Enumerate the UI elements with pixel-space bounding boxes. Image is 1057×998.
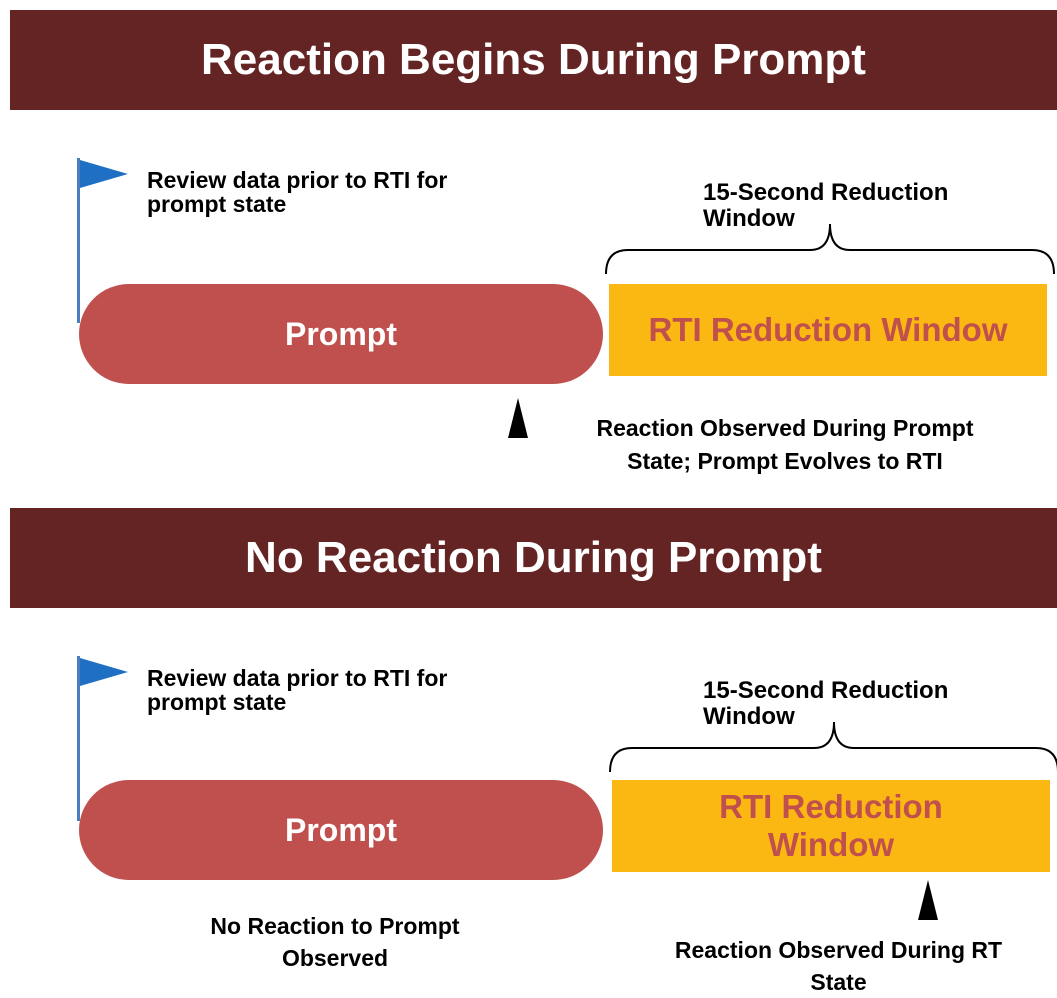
reduction-window-label: 15-Second Reduction Window	[703, 677, 949, 730]
no-reaction-note: No Reaction to Prompt Observed	[210, 913, 460, 971]
reaction-observed-note: Reaction Observed During Prompt State; P…	[596, 415, 974, 474]
reaction-marker	[508, 398, 528, 438]
reduction-window-brace	[605, 223, 1055, 275]
prompt-state-bar: Prompt	[79, 284, 603, 384]
flag-icon	[80, 658, 128, 686]
section-title-reaction-begins: Reaction Begins During Prompt	[10, 10, 1057, 110]
flag-icon	[80, 160, 128, 188]
section-title-no-reaction: No Reaction During Prompt	[10, 508, 1057, 608]
review-data-note: Review data prior to RTI for prompt stat…	[147, 167, 448, 217]
reduction-window-label: 15-Second Reduction Window	[703, 179, 949, 232]
prompt-state-bar: Prompt	[79, 780, 603, 880]
rti-reduction-window: RTI Reduction Window	[612, 780, 1050, 872]
rti-reduction-window: RTI Reduction Window	[609, 284, 1047, 376]
review-data-note: Review data prior to RTI for prompt stat…	[147, 665, 448, 715]
flag-pole	[77, 158, 80, 323]
flag-pole	[77, 656, 80, 821]
reaction-marker	[918, 880, 938, 920]
reduction-window-brace	[609, 721, 1057, 773]
reaction-observed-note: Reaction Observed During RT State	[674, 937, 1003, 995]
